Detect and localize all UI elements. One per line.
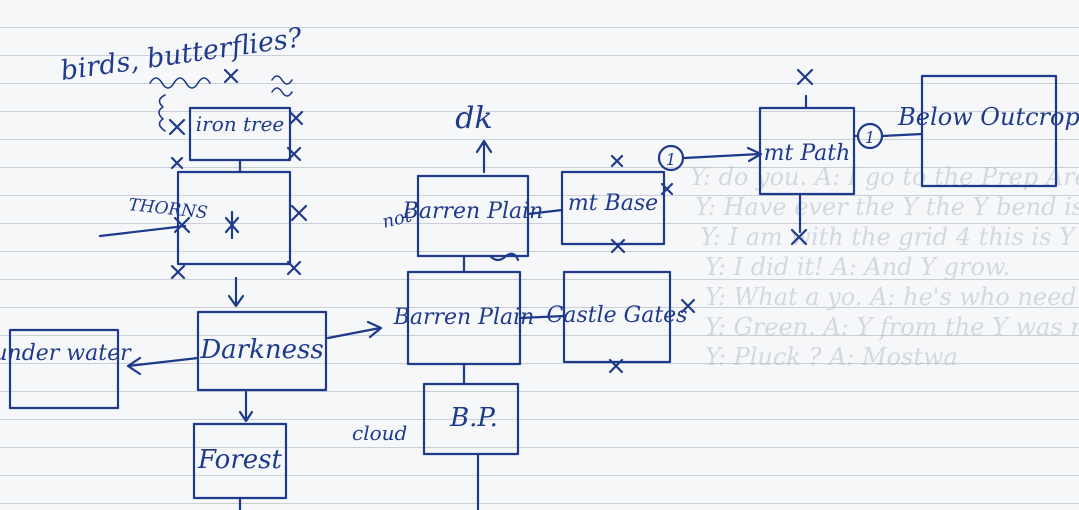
squiggle-mark [149, 75, 293, 97]
node-mt-base-label: mt Base [568, 191, 658, 216]
ghost-line: Y: Have ever the Y the Y bend is nothing [695, 193, 1079, 221]
edge-mtpath-outcrop [852, 132, 924, 138]
node-barren-plain-mid-label: Barren Plain [393, 305, 535, 330]
cloud-note: cloud [352, 421, 407, 445]
thorns-x-marks [170, 204, 308, 280]
ghost-line: Y: I did it! A: And Y grow. [705, 253, 1010, 281]
x-mark-castle-right [680, 298, 696, 314]
edge-barren-castle [518, 314, 566, 320]
edge-barren-dk [475, 139, 493, 174]
node-mt-base [560, 170, 666, 246]
node-thorns-room [176, 170, 292, 266]
node-barren-plain-top [416, 174, 530, 258]
edge-darkness-barren-plain [326, 320, 383, 340]
circle-marker-label: 1 [666, 150, 676, 169]
x-mark-mtpath-bottom [790, 228, 808, 246]
node-iron-tree-label: iron tree [196, 112, 285, 136]
ghost-line: Y: Pluck ? A: Mostwa [705, 343, 958, 371]
node-bp-bottom-label: B.P. [449, 403, 498, 433]
dk-note: dk [455, 101, 492, 136]
edge-darkness-forest [238, 390, 254, 423]
node-below-outcrop-label: Below Outcrop [897, 103, 1079, 131]
node-castle-gates [562, 270, 672, 364]
edge-mtbase-mtpath [682, 146, 763, 163]
ghost-line: Y: Green. A: Y from the Y was no watch [705, 313, 1079, 341]
bracket-mark [158, 94, 166, 132]
node-underwater-label-line1: under water [0, 341, 132, 366]
scribble-mark [488, 252, 520, 262]
edge-thorns-darkness [227, 276, 245, 308]
ghost-line: Y: What a yo. A: he's who need Y town it… [705, 283, 1079, 311]
node-underwater [8, 328, 120, 410]
x-mark-mtpath-top [796, 68, 814, 86]
ghost-text: Y: do you. A: I go to the Prep Area. Y: … [690, 163, 1079, 371]
x-mark-castle-bottom [608, 358, 624, 374]
node-bp-bottom [422, 382, 520, 456]
birds-butterflies-note: birds, butterflies? [59, 22, 305, 87]
node-below-outcrop [920, 74, 1058, 188]
edge-barren-mtbase [526, 208, 564, 216]
node-darkness [196, 310, 328, 392]
blocked-x-marks [168, 68, 304, 170]
mtbase-x-marks [610, 154, 674, 254]
thorns-link-line [98, 224, 187, 238]
node-castle-gates-label: Castle Gates [547, 303, 688, 328]
thorns-note: THORNS [127, 195, 208, 223]
edge-darkness-underwater [126, 356, 200, 376]
node-mt-path-label: mt Path [764, 141, 851, 166]
node-forest-label: Forest [197, 445, 282, 475]
node-darkness-label: Darkness [199, 335, 323, 365]
circle-marker-label: 1 [865, 128, 875, 147]
ghost-line: Y: I am with the grid 4 this is Y does I… [700, 223, 1079, 251]
node-barren-plain-top-label: Barren Plain [402, 199, 544, 224]
node-mt-path [758, 106, 856, 196]
